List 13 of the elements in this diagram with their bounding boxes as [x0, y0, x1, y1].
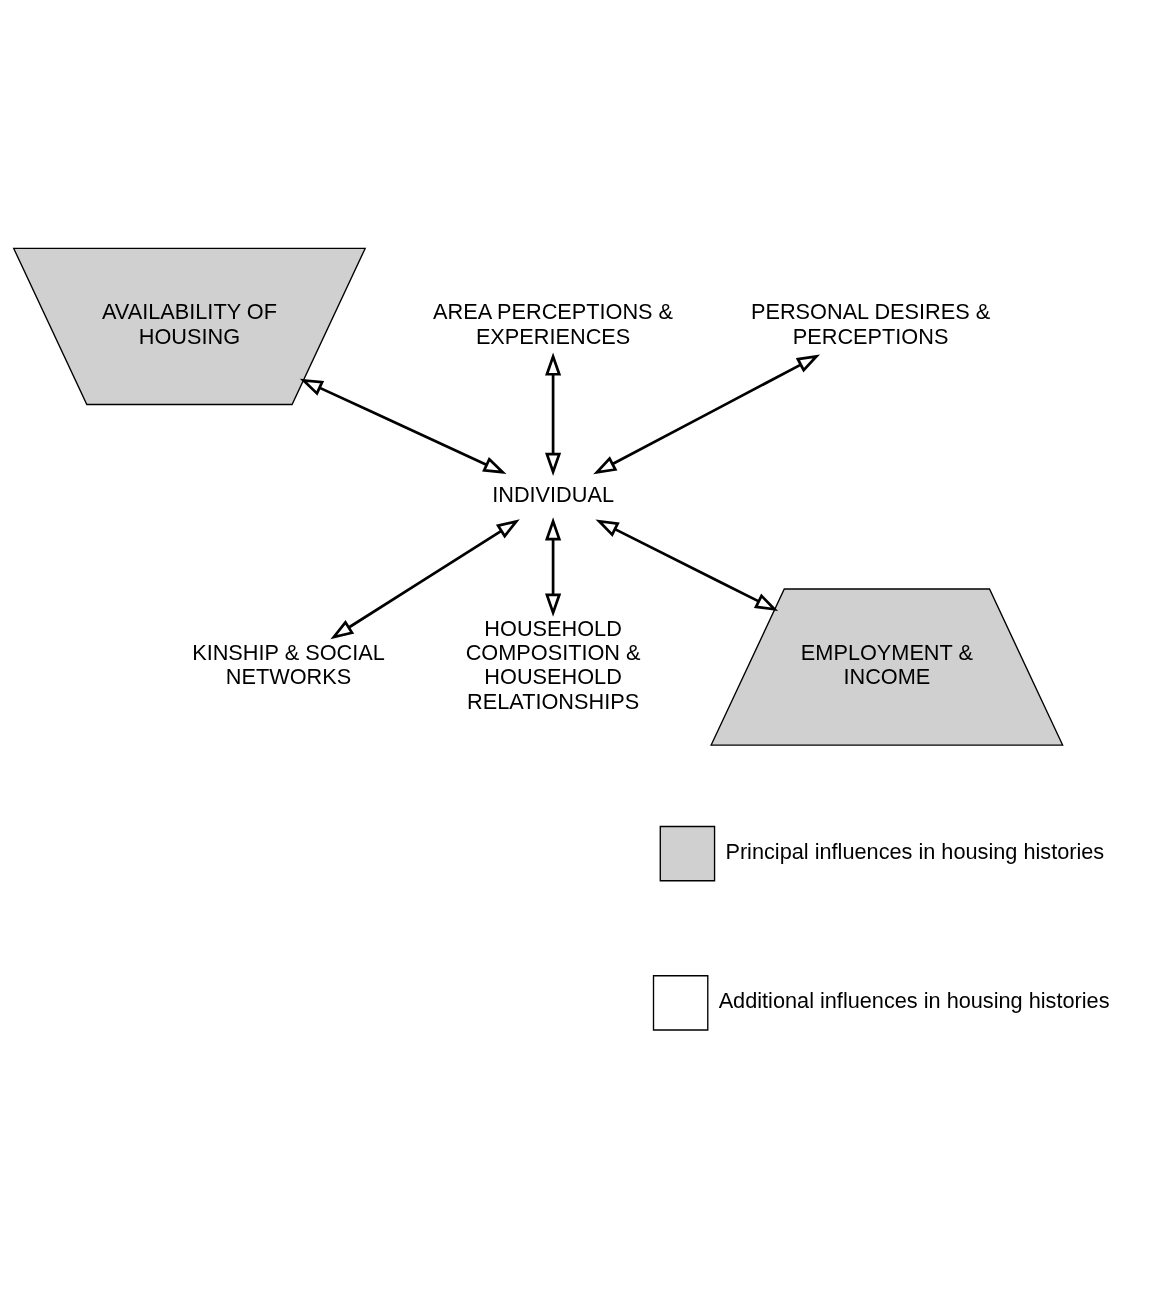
legend-label: Principal influences in housing histories: [725, 838, 1105, 864]
node-text: KINSHIP & SOCIAL NETWORKS: [192, 639, 385, 690]
arrow: [330, 519, 520, 640]
node-text: PERSONAL DESIRES & PERCEPTIONS: [751, 299, 991, 349]
node-text: AREA PERCEPTIONS & EXPERIENCES: [433, 299, 674, 349]
node-text: INDIVIDUAL: [492, 481, 614, 507]
legend-label: Additional influences in housing histories: [718, 988, 1110, 1014]
node-text: HOUSEHOLD COMPOSITION & HOUSEHOLD RELATIONSHIPS: [465, 615, 641, 714]
arrow: [593, 354, 820, 475]
arrow: [299, 378, 507, 474]
arrow: [595, 519, 779, 612]
arrow: [545, 517, 562, 617]
arrow: [545, 352, 562, 476]
